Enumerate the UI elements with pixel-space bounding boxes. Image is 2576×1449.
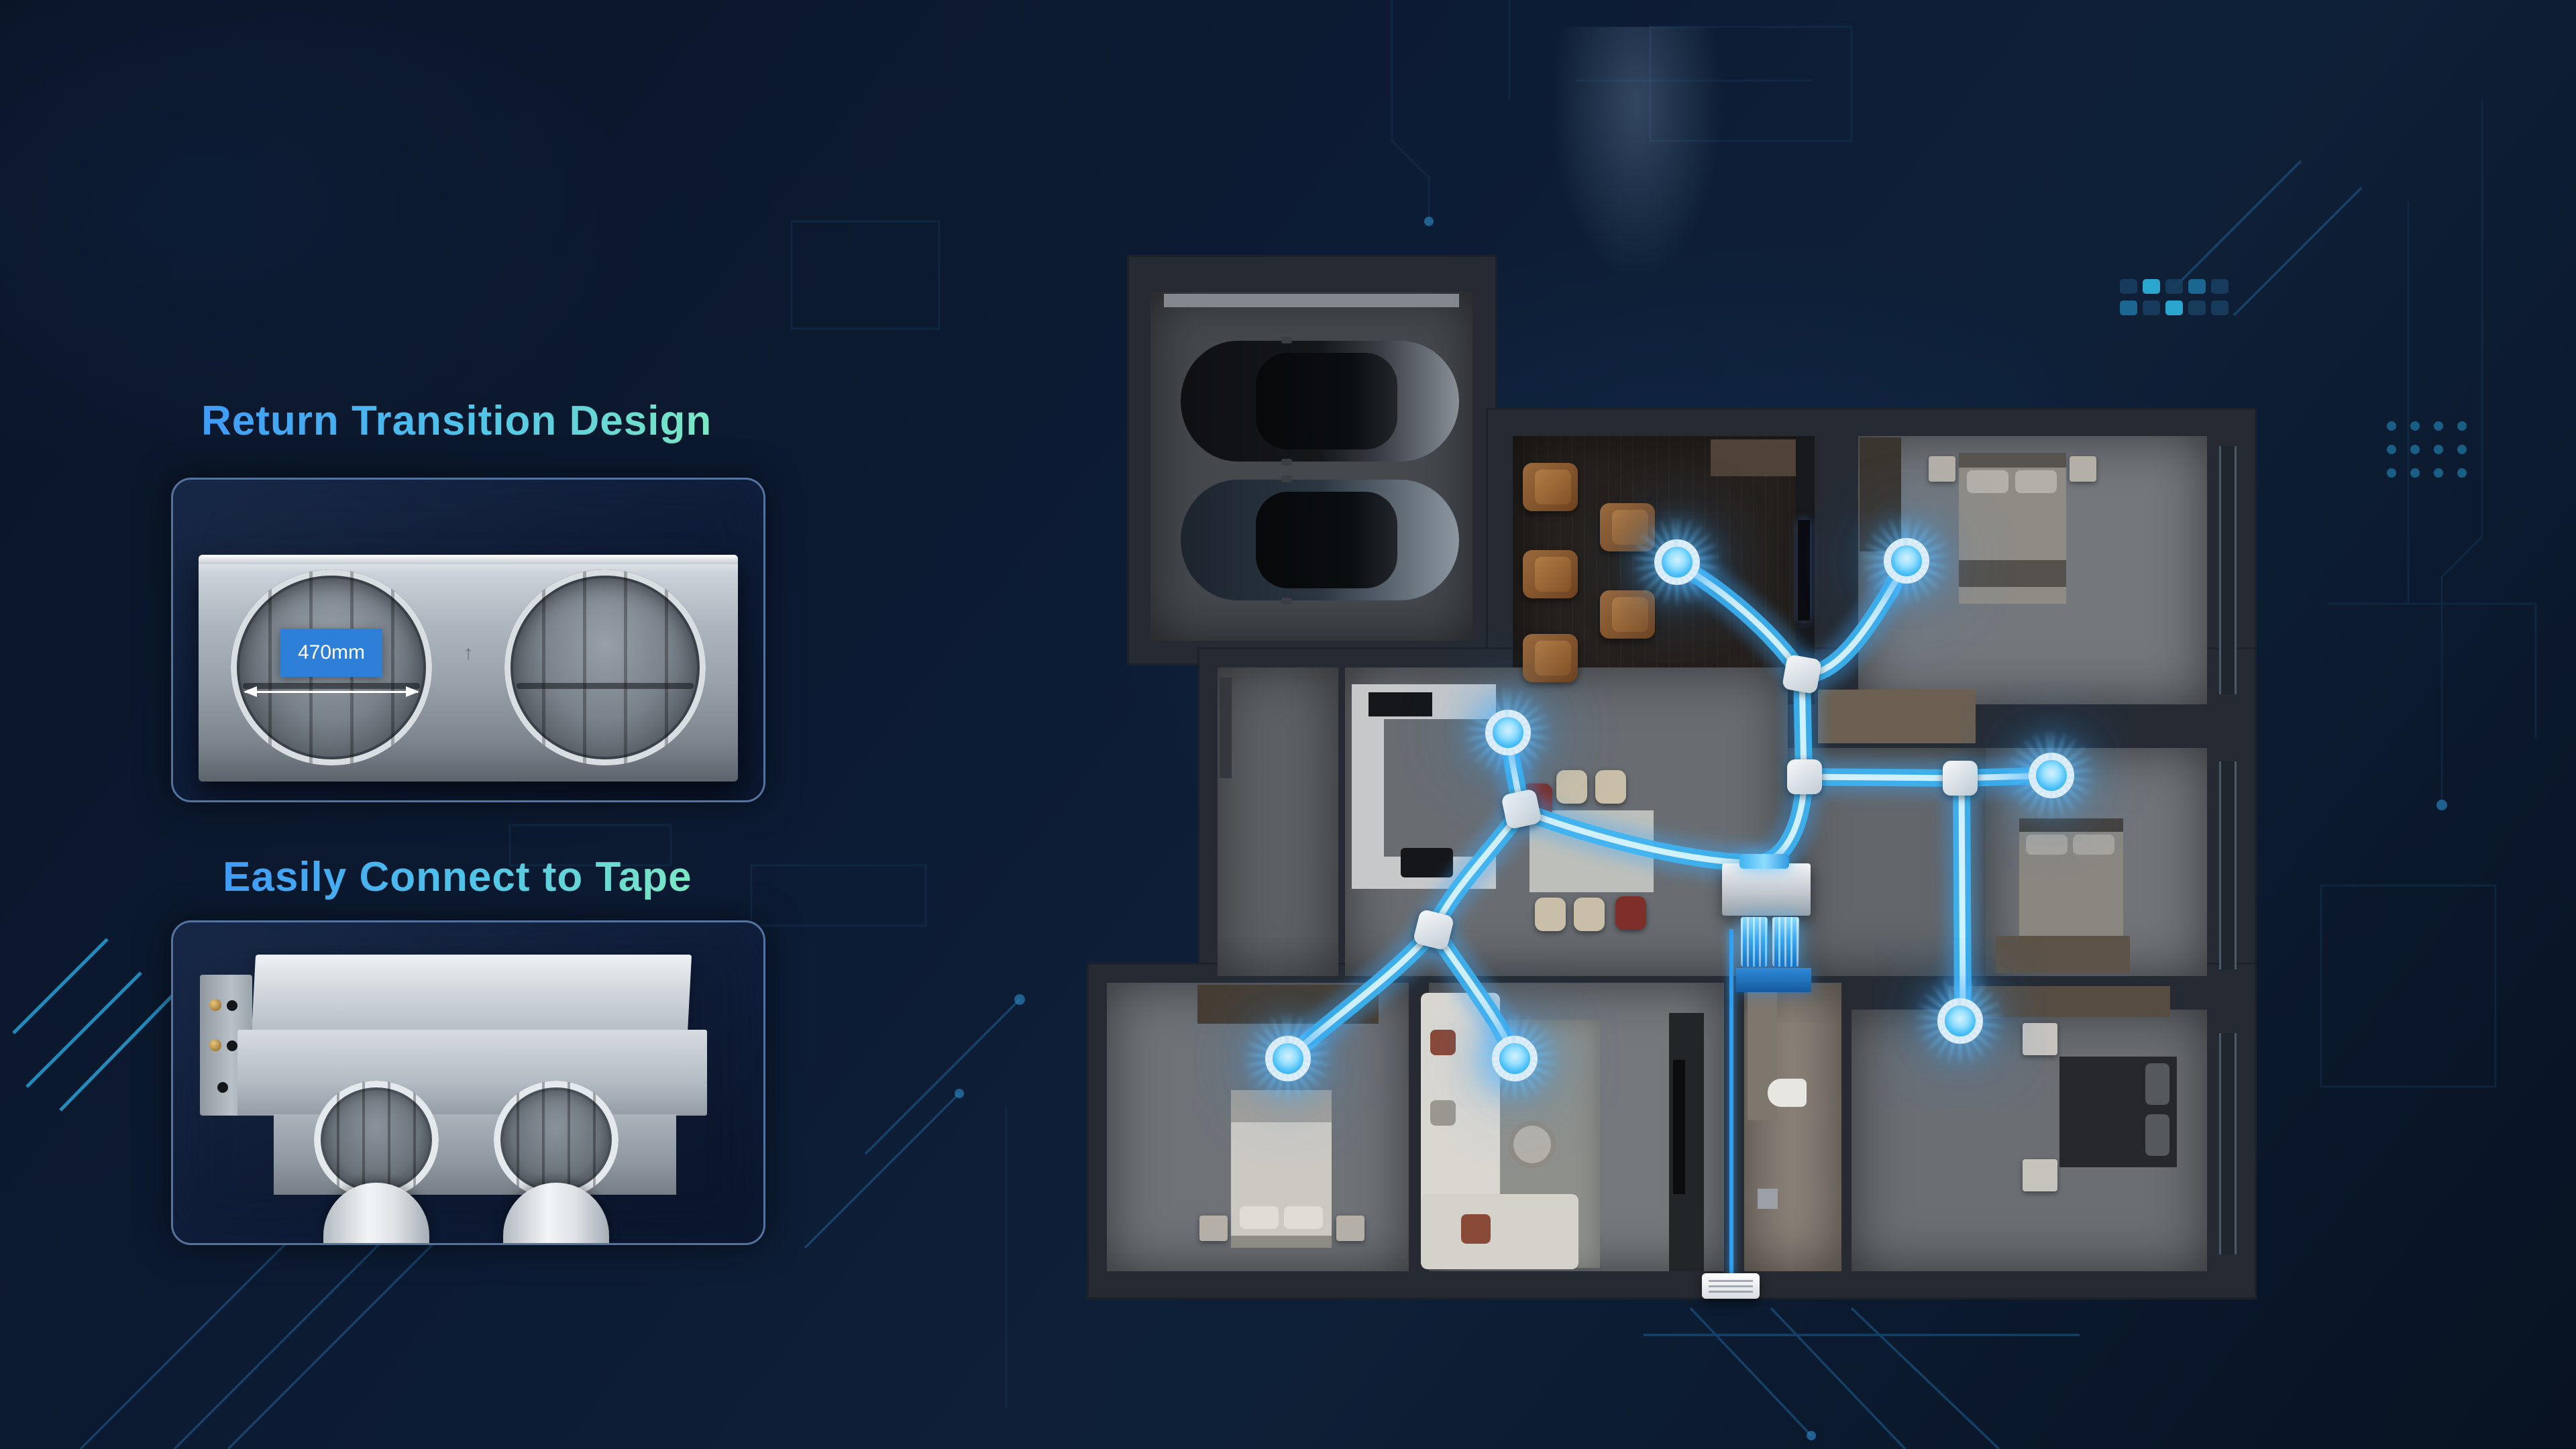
nightstand [2023, 1023, 2057, 1055]
valve-knob-icon [217, 1082, 228, 1093]
feature-card-return-transition: 470mm ↑ [171, 478, 765, 802]
toilet [1768, 1079, 1807, 1107]
duct-collar-right [494, 1081, 619, 1199]
indoor-unit-return-plenum [1736, 968, 1811, 992]
circuit-dots-cluster [2387, 421, 2467, 478]
bed-dark [2059, 1057, 2177, 1167]
theater-sideboard [1711, 439, 1811, 476]
nightstand [1929, 456, 1955, 482]
duct-unit-front-image: 470mm ↑ [199, 555, 738, 782]
garage-door [1164, 294, 1459, 307]
air-outlet-vent-bedroom-top-right [1884, 538, 1929, 584]
room-entry-hall [1218, 667, 1338, 976]
outdoor-connection-box [1702, 1273, 1760, 1299]
sofa-chaise [1421, 1194, 1578, 1269]
dining-chair [1574, 898, 1605, 931]
brass-pipe-fitting-icon [209, 1039, 221, 1051]
fan-drum-slats [504, 570, 706, 765]
window [2219, 446, 2237, 694]
indoor-unit-return-duct [1772, 917, 1799, 967]
air-outlet-vent-dining [1485, 710, 1531, 755]
shower-fixture [1758, 1189, 1778, 1209]
air-outlet-vent-theater [1654, 539, 1700, 585]
window [2219, 761, 2237, 969]
hall-wood-cabinet [1818, 690, 1976, 743]
theater-recliner [1523, 550, 1578, 598]
indoor-ac-unit [1722, 863, 1811, 916]
dining-chair [1535, 898, 1566, 931]
floor-plan [1087, 255, 2257, 1301]
measurement-label: 470mm [280, 628, 382, 677]
theater-recliner [1523, 634, 1578, 682]
indoor-unit-supply-connection [1739, 854, 1789, 869]
window [2219, 1033, 2237, 1254]
desk [1996, 936, 2130, 973]
car-dark [1181, 337, 1459, 466]
brass-pipe-fitting-icon [209, 999, 221, 1011]
car-gray [1181, 476, 1459, 604]
fan-opening-left: 470mm [231, 570, 432, 765]
up-arrow-emboss-icon: ↑ [463, 642, 474, 664]
duct-y-splitter-fitting [1781, 653, 1823, 695]
air-outlet-vent-bedroom-bottom-left [1265, 1036, 1311, 1081]
unit-front-casing [237, 1030, 707, 1116]
kitchen-sink [1401, 848, 1453, 877]
air-outlet-vent-bedroom-bottom-right [1937, 998, 1983, 1044]
dimension-arrow [244, 686, 419, 698]
bed [2019, 818, 2123, 936]
coffee-table [1508, 1120, 1556, 1169]
fan-drum-seam [517, 683, 694, 690]
feature-title-easily-connect: Easily Connect to Tape [223, 854, 692, 900]
indoor-unit-return-duct [1741, 917, 1768, 967]
duct-t-splitter-fitting [1943, 761, 1978, 796]
theater-recliner [1600, 590, 1655, 639]
duct-y-splitter-fitting [1501, 788, 1542, 830]
nightstand [1199, 1216, 1228, 1241]
nightstand [2023, 1159, 2057, 1191]
tv-screen [1798, 520, 1810, 621]
dining-chair [1556, 770, 1587, 804]
theater-recliner [1523, 463, 1578, 511]
unit-top-casing [251, 955, 692, 1034]
bed [1959, 453, 2066, 604]
refrigerant-line [1729, 929, 1733, 1278]
dining-chair-red [1615, 896, 1646, 930]
feature-title-return-transition: Return Transition Design [201, 398, 712, 444]
feature-card-easily-connect [171, 920, 765, 1245]
tv-cabinet [1669, 1013, 1704, 1271]
fan-opening-right [504, 570, 706, 765]
nightstand [2070, 456, 2096, 482]
circuit-pads-cluster [2120, 279, 2229, 315]
valve-knob-icon [227, 1000, 237, 1011]
light-flare [1550, 27, 1724, 282]
nightstand [1336, 1216, 1364, 1241]
bed [1231, 1090, 1332, 1248]
dining-chair [1595, 770, 1626, 804]
duct-t-splitter-fitting [1787, 759, 1822, 794]
valve-knob-icon [227, 1040, 237, 1051]
entry-cabinet [1220, 678, 1232, 778]
air-outlet-vent-living [1492, 1036, 1538, 1081]
duct-collar-left [314, 1081, 439, 1199]
stove-cooktop [1368, 692, 1432, 716]
air-outlet-vent-bedroom-mid-right [2029, 753, 2074, 798]
fan-drum-seam [243, 683, 420, 690]
